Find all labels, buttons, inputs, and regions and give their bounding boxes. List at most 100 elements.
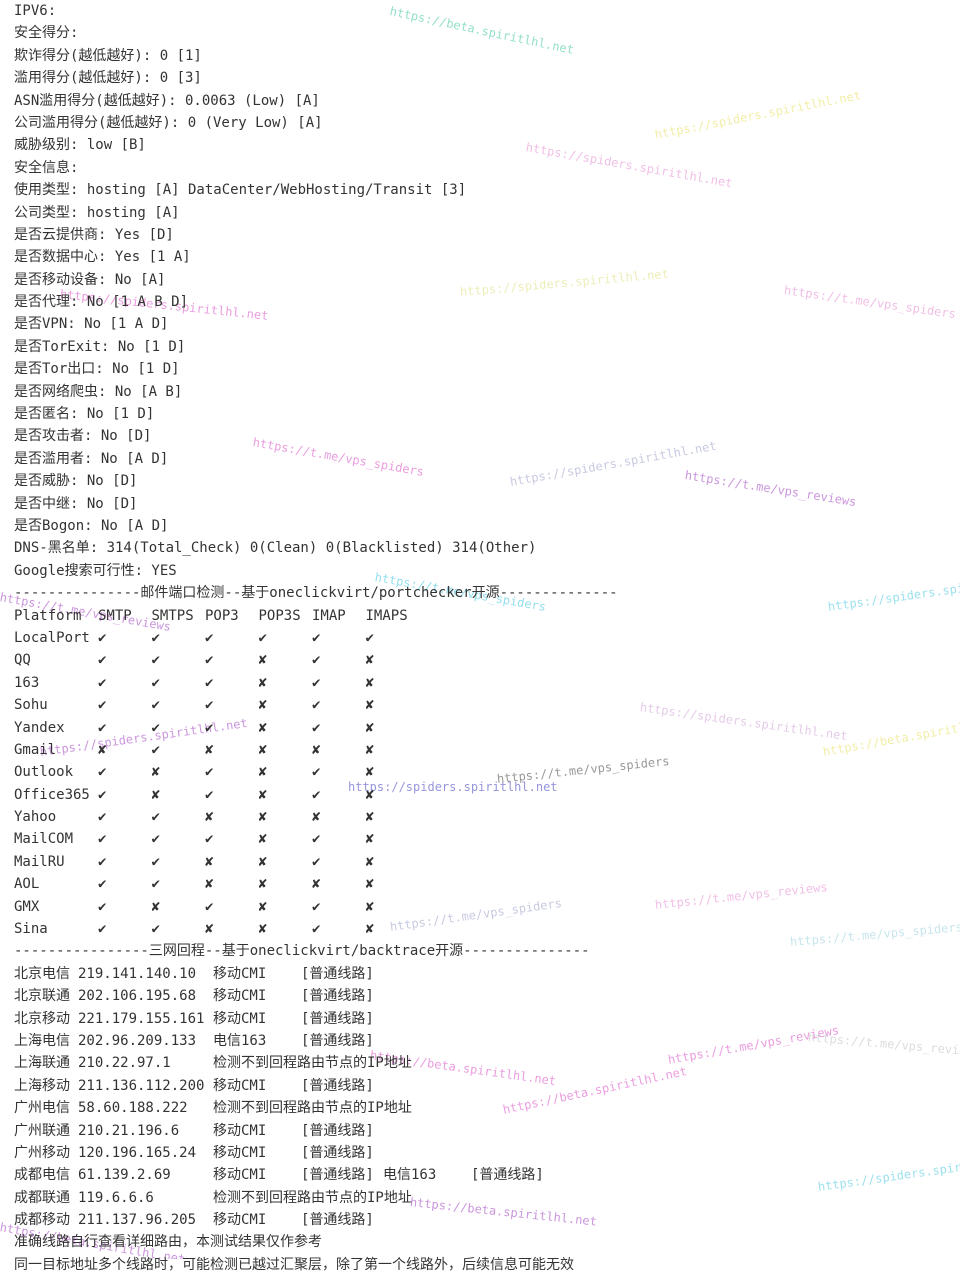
mail-port-status: ✔ (151, 697, 160, 714)
mail-port-status: ✔ (312, 674, 321, 691)
mail-port-status: ✘ (258, 674, 267, 691)
table-row: Gmail✘✔✘✘✘✘ (14, 739, 954, 761)
security-line: 欺诈得分(越低越好): 0 [1] (14, 47, 202, 64)
mail-port-status: ✘ (365, 809, 374, 826)
trace-route: 移动CMI (213, 1144, 267, 1161)
mail-port-status: ✘ (205, 853, 214, 870)
mail-column-header: IMAP (312, 607, 346, 624)
trace-route: 移动CMI (213, 1077, 267, 1094)
trace-line-type: [普通线路] (301, 988, 374, 1005)
trace-city: 成都电信 (14, 1167, 70, 1184)
mail-port-status: ✔ (365, 629, 374, 646)
trace-city: 北京联通 (14, 988, 70, 1005)
security-line: 公司类型: hosting [A] (14, 204, 180, 221)
mail-platform: LocalPort (14, 629, 90, 646)
mail-port-status: ✔ (98, 652, 107, 669)
mail-port-status: ✔ (151, 876, 160, 893)
mail-port-status: ✘ (258, 831, 267, 848)
mail-port-status: ✘ (151, 786, 160, 803)
mail-port-status: ✘ (365, 652, 374, 669)
mail-port-status: ✔ (151, 921, 160, 938)
trace-ip: 58.60.188.222 (78, 1100, 188, 1117)
mail-port-status: ✔ (98, 719, 107, 736)
security-line: 滥用得分(越低越好): 0 [3] (14, 70, 202, 87)
mail-port-status: ✔ (205, 674, 214, 691)
mail-port-status: ✔ (98, 921, 107, 938)
trace-route: 移动CMI (213, 988, 267, 1005)
trace-ip: 210.21.196.6 (78, 1122, 180, 1139)
mail-port-status: ✘ (258, 719, 267, 736)
mail-port-status: ✘ (365, 831, 374, 848)
mail-platform: GMX (14, 898, 40, 915)
mail-port-status: ✘ (365, 921, 374, 938)
trace-footer: 准确线路自行查看详细路由，本测试结果仅作参考同一目标地址多个线路时，可能检测已越… (14, 1231, 954, 1276)
trace-section-header: ----------------三网回程--基于oneclickvirt/bac… (14, 943, 590, 960)
mail-port-status: ✔ (205, 719, 214, 736)
mail-port-status: ✔ (205, 697, 214, 714)
table-row: Yandex✔✔✔✘✔✘ (14, 717, 954, 739)
mail-port-status: ✘ (365, 898, 374, 915)
trace-city: 上海电信 (14, 1032, 70, 1049)
mail-port-status: ✘ (312, 809, 321, 826)
security-line: 安全得分: (14, 25, 79, 42)
table-row: MailCOM✔✔✔✘✔✘ (14, 828, 954, 850)
trace-ip: 202.106.195.68 (78, 988, 197, 1005)
trace-ip: 61.139.2.69 (78, 1167, 171, 1184)
security-line: 使用类型: hosting [A] DataCenter/WebHosting/… (14, 182, 467, 199)
security-line: 是否移动设备: No [A] (14, 271, 166, 288)
mail-port-status: ✘ (365, 764, 374, 781)
mail-port-status: ✔ (151, 831, 160, 848)
security-line: ASN滥用得分(越低越好): 0.0063 (Low) [A] (14, 92, 320, 109)
trace-line-type: [普通线路] (301, 1032, 374, 1049)
mail-port-status: ✔ (205, 629, 214, 646)
mail-platform: MailRU (14, 853, 65, 870)
mail-port-status: ✘ (365, 786, 374, 803)
mail-port-status: ✘ (258, 786, 267, 803)
mail-port-status: ✔ (312, 921, 321, 938)
mail-port-status: ✔ (98, 831, 107, 848)
trace-ip: 119.6.6.6 (78, 1189, 154, 1206)
mail-platform: Office365 (14, 786, 90, 803)
mail-port-status: ✔ (205, 786, 214, 803)
mail-port-status: ✘ (98, 741, 107, 758)
mail-platform: QQ (14, 652, 31, 669)
table-row: 163✔✔✔✘✔✘ (14, 672, 954, 694)
trace-footer-line: 准确线路自行查看详细路由，本测试结果仅作参考 (14, 1234, 322, 1251)
trace-route: 移动CMI (213, 1167, 267, 1184)
trace-route: 移动CMI (213, 965, 267, 982)
mail-port-status: ✔ (151, 809, 160, 826)
table-row: Sohu✔✔✔✘✔✘ (14, 694, 954, 716)
mail-port-status: ✔ (151, 741, 160, 758)
mail-port-status: ✘ (258, 809, 267, 826)
mail-port-status: ✘ (365, 853, 374, 870)
mail-platform: AOL (14, 876, 40, 893)
mail-port-status: ✔ (98, 764, 107, 781)
security-info-block: IPV6:安全得分:欺诈得分(越低越好): 0 [1]滥用得分(越低越好): 0… (14, 0, 954, 582)
mail-port-status: ✔ (312, 697, 321, 714)
table-row: GMX✔✘✔✘✔✘ (14, 896, 954, 918)
security-line: 是否云提供商: Yes [D] (14, 226, 174, 243)
security-line: DNS-黑名单: 314(Total_Check) 0(Clean) 0(Bla… (14, 540, 537, 557)
security-line: 是否代理: No [1 A B D] (14, 294, 189, 311)
security-line: 是否网络爬虫: No [A B] (14, 383, 183, 400)
mail-section-header: ---------------邮件端口检测--基于oneclickvirt/po… (14, 585, 618, 602)
security-line: 是否中继: No [D] (14, 495, 138, 512)
trace-city: 成都移动 (14, 1212, 70, 1229)
mail-port-status: ✘ (205, 809, 214, 826)
mail-port-status: ✔ (258, 629, 267, 646)
mail-port-status: ✔ (312, 853, 321, 870)
mail-port-status: ✔ (151, 719, 160, 736)
terminal-output: IPV6:安全得分:欺诈得分(越低越好): 0 [1]滥用得分(越低越好): 0… (14, 0, 954, 1276)
mail-port-status: ✔ (312, 629, 321, 646)
table-row: Sina✔✔✘✘✔✘ (14, 918, 954, 940)
trace-ip: 210.22.97.1 (78, 1055, 171, 1072)
mail-port-status: ✘ (151, 898, 160, 915)
trace-extra-line-type: [普通线路] (471, 1167, 544, 1184)
